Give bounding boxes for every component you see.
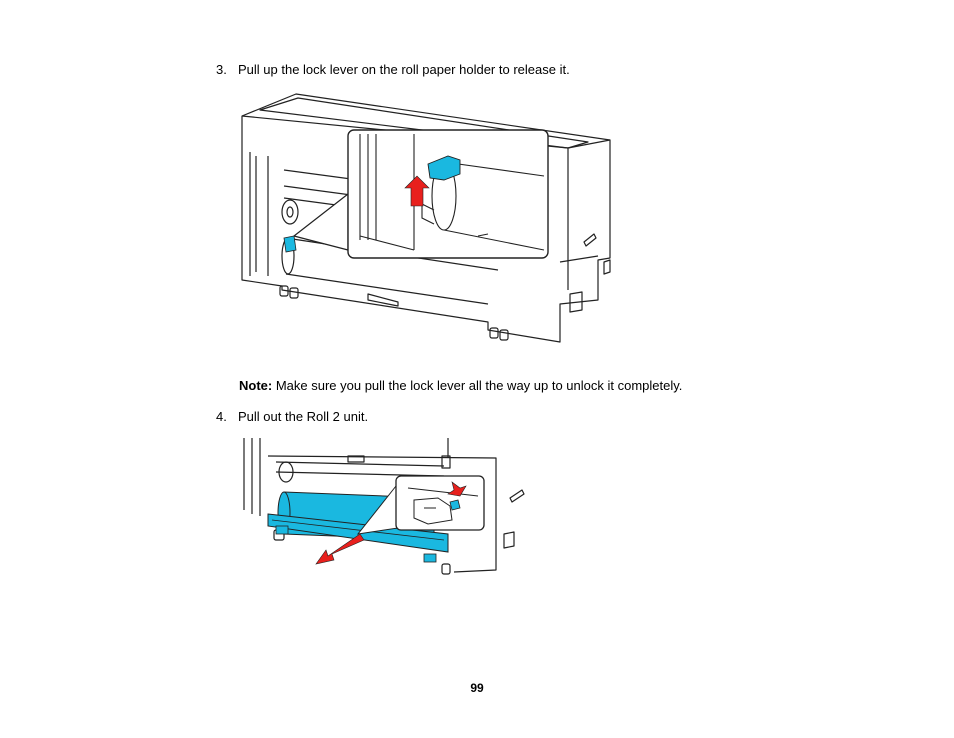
printer-lock-lever-illustration bbox=[241, 93, 611, 343]
step-text: Pull out the Roll 2 unit. bbox=[238, 409, 369, 424]
step-number: 4. bbox=[216, 409, 227, 424]
page-number: 99 bbox=[470, 681, 484, 695]
printer-roll2-pull-out-illustration bbox=[243, 438, 525, 575]
note-label: Note: bbox=[239, 378, 273, 393]
step-text: Pull up the lock lever on the roll paper… bbox=[238, 62, 570, 77]
note-text: Make sure you pull the lock lever all th… bbox=[272, 378, 683, 393]
step-number: 3. bbox=[216, 62, 227, 77]
note: Note: Make sure you pull the lock lever … bbox=[239, 378, 682, 394]
